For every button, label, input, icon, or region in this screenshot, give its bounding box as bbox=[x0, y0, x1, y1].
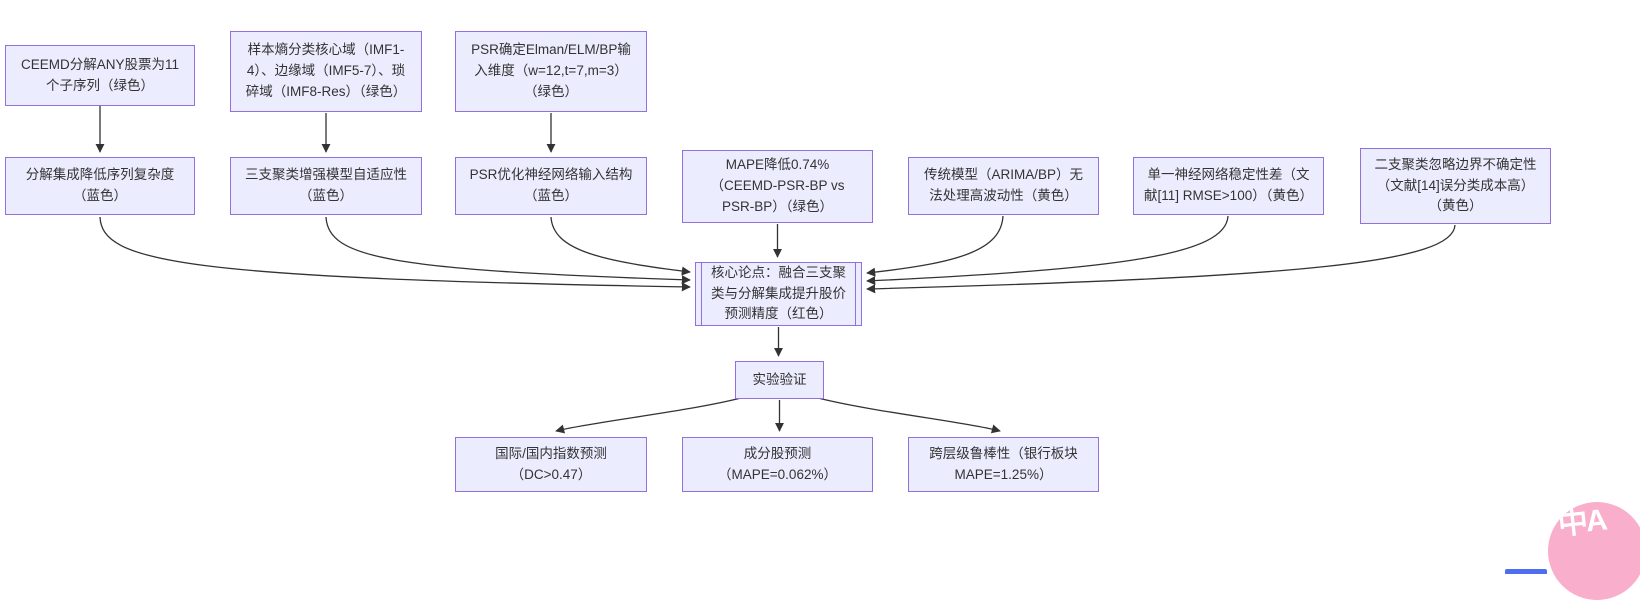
node-decomposition-reduces-complexity: 分解集成降低序列复杂度（蓝色） bbox=[5, 157, 195, 215]
edges-layer bbox=[95, 106, 1456, 434]
watermark-text: 中A bbox=[1556, 503, 1608, 542]
node-psr-input-dimension: PSR确定Elman/ELM/BP输入维度（w=12,t=7,m=3）（绿色） bbox=[455, 31, 647, 112]
node-core-thesis: 核心论点：融合三支聚类与分解集成提升股价预测精度（红色） bbox=[695, 262, 862, 326]
node-traditional-models-limitation: 传统模型（ARIMA/BP）无法处理高波动性（黄色） bbox=[908, 157, 1099, 215]
node-index-prediction: 国际/国内指数预测（DC>0.47） bbox=[455, 437, 647, 492]
node-two-way-clustering-limitation: 二支聚类忽略边界不确定性（文献[14]误分类成本高）（黄色） bbox=[1360, 148, 1551, 224]
node-three-way-clustering-adaptivity: 三支聚类增强模型自适应性（蓝色） bbox=[230, 157, 422, 215]
diagram-canvas: CEEMD分解ANY股票为11个子序列（绿色） 样本熵分类核心域（IMF1-4）… bbox=[5, 31, 1640, 600]
node-cross-level-robustness: 跨层级鲁棒性（银行板块MAPE=1.25%） bbox=[908, 437, 1099, 492]
edge-d-e1 bbox=[555, 397, 742, 434]
node-sample-entropy-domains: 样本熵分类核心域（IMF1-4）、边缘域（IMF5-7）、琐碎域（IMF8-Re… bbox=[230, 31, 422, 112]
node-single-network-instability: 单一神经网络稳定性差（文献[11] RMSE>100）（黄色） bbox=[1133, 157, 1324, 215]
node-ceemd-decompose: CEEMD分解ANY股票为11个子序列（绿色） bbox=[5, 45, 195, 106]
edge-b2-c bbox=[325, 216, 691, 285]
bottom-edge-artifact bbox=[1505, 569, 1547, 574]
edge-b7-c bbox=[866, 224, 1456, 294]
node-constituent-stock-prediction: 成分股预测（MAPE=0.062%） bbox=[682, 437, 873, 492]
edge-b5-c bbox=[866, 215, 1004, 277]
node-experimental-validation: 实验验证 bbox=[735, 361, 824, 399]
edge-b6-c bbox=[866, 215, 1229, 286]
edge-d-e3 bbox=[817, 397, 1001, 434]
node-mape-reduction: MAPE降低0.74%（CEEMD-PSR-BP vs PSR-BP）（绿色） bbox=[682, 150, 873, 223]
edge-b1-c bbox=[99, 216, 691, 292]
watermark-badge: 中A bbox=[1548, 502, 1640, 600]
edge-b3-c bbox=[550, 216, 691, 276]
node-psr-optimizes-input-structure: PSR优化神经网络输入结构（蓝色） bbox=[455, 157, 647, 215]
